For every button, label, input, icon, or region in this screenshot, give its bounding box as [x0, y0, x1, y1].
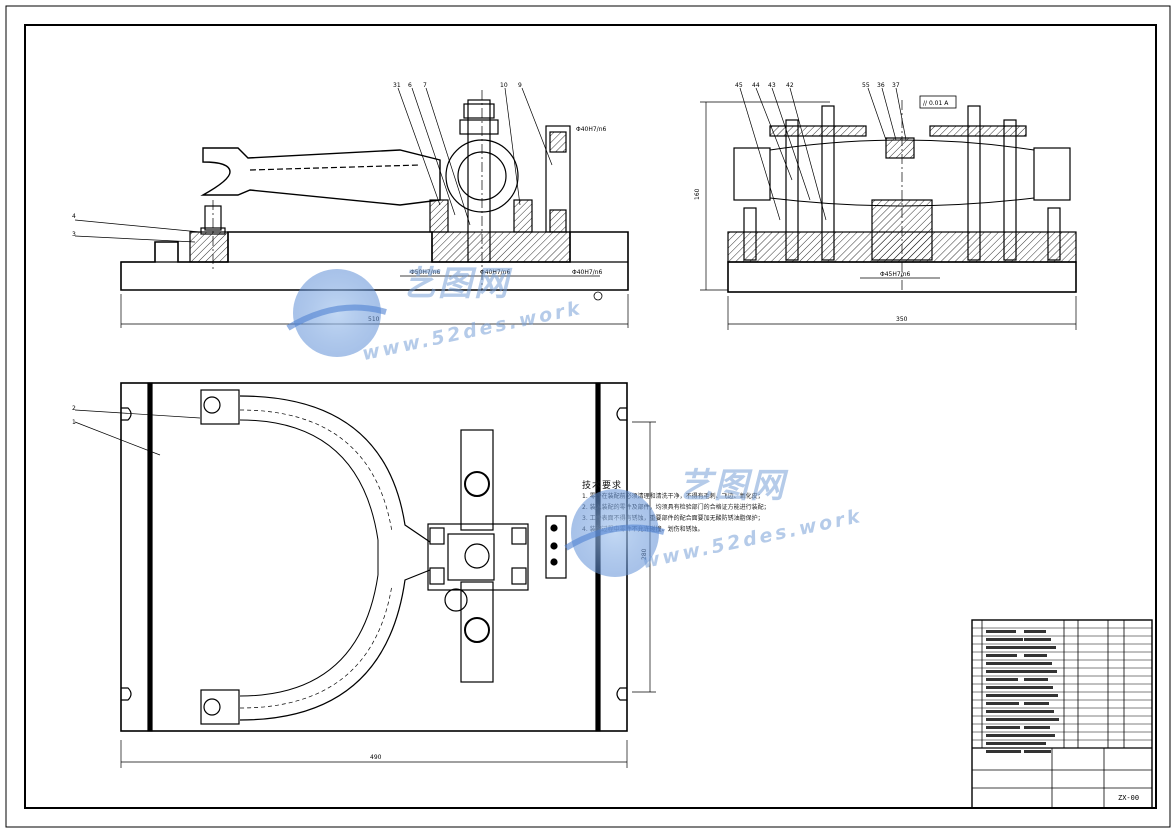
callout-1: 1	[72, 419, 76, 426]
bom-row-text-block	[1024, 726, 1050, 729]
fit-label-2: Φ50H7/n6	[410, 269, 441, 276]
side-view-labels: 45 44 43 42 55 36 37 // 0.01 A 160 Φ45H7…	[694, 82, 949, 323]
tech-req-line-1: 1. 零件在装配前必须清理和清洗干净，不得有毛刺、飞边、氧化皮；	[582, 493, 764, 500]
outer-border	[5, 5, 1171, 828]
top-view-labels: 2 1 490 280	[72, 405, 648, 761]
bom-row-text-block	[986, 694, 1032, 697]
bom-row-text-block	[1024, 734, 1055, 737]
callout-10: 10	[500, 82, 508, 89]
tech-req-title: 技术要求	[582, 481, 623, 491]
bom-row-text-block	[986, 670, 1031, 673]
bom-row-text-block	[986, 678, 1018, 681]
callout-6: 6	[408, 82, 412, 89]
drawing-code: ZX-00	[1118, 794, 1140, 802]
bom-rows	[972, 627, 1152, 753]
front-width-dim: 510	[368, 316, 380, 323]
bom-row-text-block	[1024, 686, 1053, 689]
callout-45: 45	[735, 82, 743, 89]
side-fit-label: Φ45H7/n6	[880, 271, 911, 278]
technical-requirements: 技术要求 1. 零件在装配前必须清理和清洗干净，不得有毛刺、飞边、氧化皮； 2.…	[582, 478, 982, 535]
callout-7: 7	[423, 82, 427, 89]
bom-row-text-block	[1024, 630, 1046, 633]
bom-row-text-block	[986, 726, 1020, 729]
tech-req-line-4: 4. 装配过程中零件不允许碰撞、划伤和锈蚀。	[582, 526, 704, 533]
side-width-dim: 350	[896, 316, 908, 323]
bom-row-text-block	[986, 718, 1033, 721]
tolerance-frame-text: // 0.01 A	[923, 100, 949, 107]
bom-row-text-block	[1024, 678, 1048, 681]
callout-55: 55	[862, 82, 870, 89]
bom-row-text-block	[986, 662, 1024, 665]
bom-row-text-block	[1024, 710, 1054, 713]
bom-row-text-block	[1024, 694, 1058, 697]
callout-31: 31	[393, 82, 401, 89]
bom-row-text-block	[1024, 662, 1052, 665]
callout-2: 2	[72, 405, 76, 412]
bom-row-text-block	[1024, 742, 1046, 745]
bom-row-text-block	[1024, 670, 1057, 673]
top-view	[74, 382, 656, 768]
bom-row-text-block	[1024, 638, 1051, 641]
top-width-dim: 490	[370, 754, 382, 761]
callout-9: 9	[518, 82, 522, 89]
tech-req-line-2: 2. 装入装配的零件及部件，均须具有检验部门的合格证方能进行装配；	[582, 504, 770, 511]
bom-row-text-block	[1024, 654, 1047, 657]
bom-row-text-block	[1024, 646, 1056, 649]
bom-row-text-block	[986, 750, 1021, 753]
bom-row-text-block	[986, 686, 1025, 689]
callout-3: 3	[72, 231, 76, 238]
bom-row-text-block	[986, 630, 1016, 633]
bom-row-text-block	[1024, 718, 1059, 721]
tech-req-line-3: 3. 工件表面不得有锈蚀，重要部件的配合面要加无酸防锈油脂保护；	[582, 515, 764, 522]
bom-row-text-block	[986, 638, 1023, 641]
front-view	[74, 87, 629, 328]
side-view	[700, 87, 1077, 330]
bom-row-text-block	[986, 742, 1034, 745]
inner-border	[24, 24, 1157, 809]
callout-42: 42	[786, 82, 794, 89]
bom-row-text-block	[986, 702, 1019, 705]
fit-label-3: Φ40H7/n6	[480, 269, 511, 276]
bom-row-text-block	[1024, 702, 1049, 705]
callout-37: 37	[892, 82, 900, 89]
callout-36: 36	[877, 82, 885, 89]
bom-row-text-block	[986, 734, 1027, 737]
bom-row-text-block	[986, 710, 1026, 713]
fit-label-1: Φ40H7/n6	[576, 126, 607, 133]
callout-4: 4	[72, 213, 76, 220]
callout-44: 44	[752, 82, 760, 89]
bom-row-text-block	[1024, 750, 1051, 753]
top-height-dim: 280	[641, 548, 648, 560]
bom-row-text-block	[986, 646, 1030, 649]
side-height-dim: 160	[694, 188, 701, 200]
callout-43: 43	[768, 82, 776, 89]
bom-row-text-block	[986, 654, 1017, 657]
fit-label-4: Φ40H7/n6	[572, 269, 603, 276]
